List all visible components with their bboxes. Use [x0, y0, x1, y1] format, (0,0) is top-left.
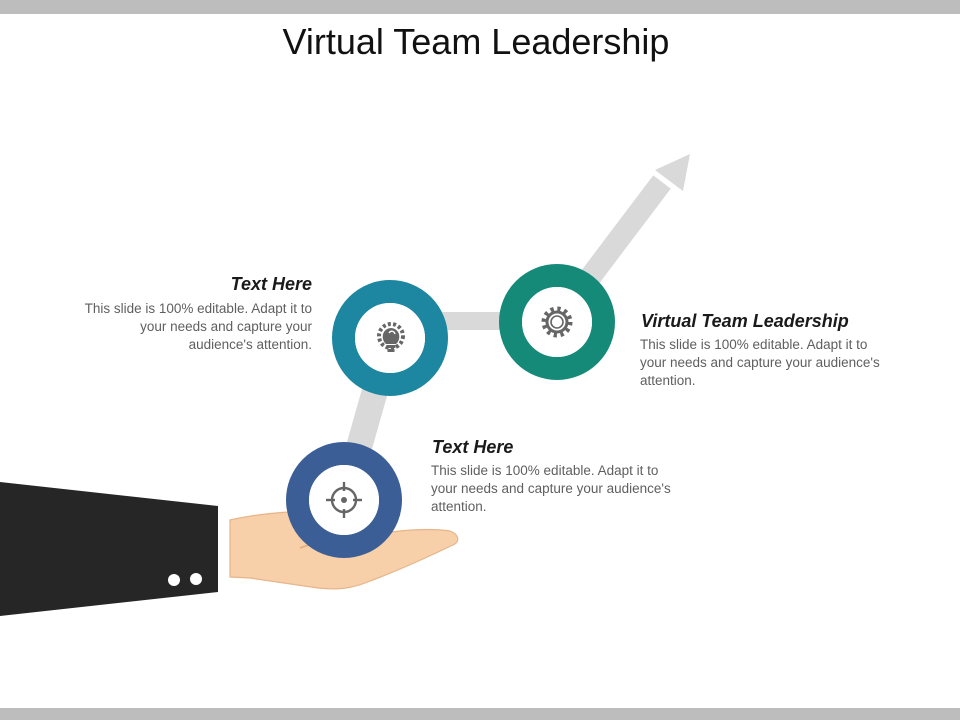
top-bar: [0, 0, 960, 14]
ring-gear-band: [499, 264, 615, 380]
target-icon-dot: [341, 497, 347, 503]
ring-gear: [499, 264, 615, 380]
ring-lightbulb-band: [332, 280, 448, 396]
bottom-bar: [0, 708, 960, 720]
ring-target: [286, 442, 402, 558]
block-left-body: This slide is 100% editable. Adapt it to…: [84, 301, 312, 352]
arrow-head: [655, 154, 690, 191]
block-right-heading: Virtual Team Leadership: [641, 311, 849, 331]
sleeve: [0, 482, 218, 616]
lightbulb-gear-icon: [377, 322, 405, 352]
slide-title: Virtual Team Leadership: [282, 21, 670, 62]
ring-lightbulb: [332, 280, 448, 396]
block-lower-body: This slide is 100% editable. Adapt it to…: [431, 463, 671, 514]
block-lower-heading: Text Here: [432, 437, 514, 457]
cufflink-button: [190, 573, 202, 585]
ring-gear-center: [522, 287, 592, 357]
cufflink-button: [168, 574, 180, 586]
ring-target-band: [286, 442, 402, 558]
gear-icon: [541, 306, 573, 338]
target-icon: [326, 482, 362, 518]
block-left-heading: Text Here: [230, 274, 312, 294]
block-right-body: This slide is 100% editable. Adapt it to…: [640, 337, 880, 388]
